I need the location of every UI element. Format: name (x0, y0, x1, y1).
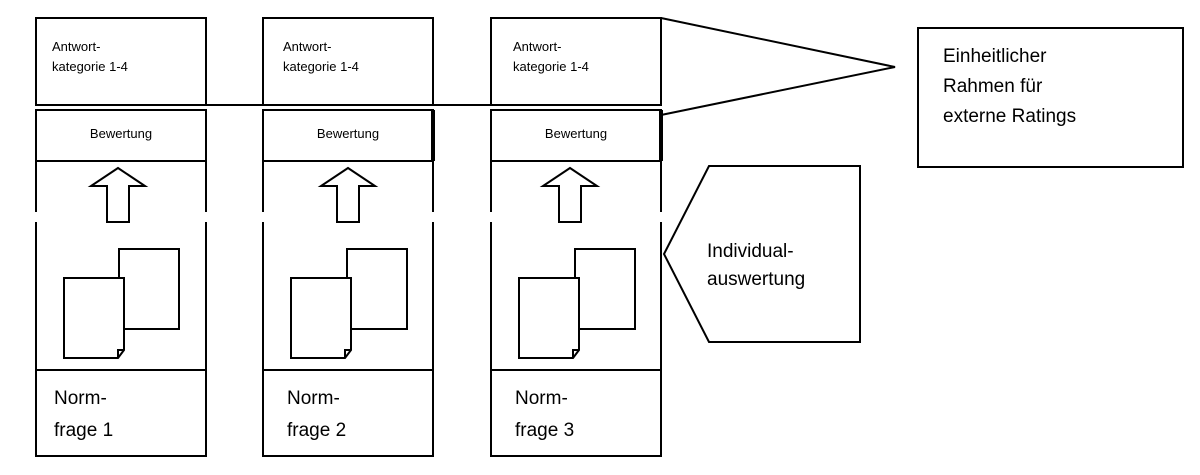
answer-category-box-1 (35, 17, 207, 106)
frame-label-line3: externe Ratings (943, 106, 1076, 127)
rating-box-2 (262, 109, 434, 162)
rating-label-3: Bewertung (545, 126, 607, 141)
answer-category-box-2 (262, 17, 434, 106)
frame-label-line2: Rahmen für (943, 76, 1043, 97)
norm-question-label-3a: Norm- (515, 388, 568, 409)
rating-label-1: Bewertung (90, 126, 152, 141)
answer-category-label-2a: Antwort- (283, 39, 331, 54)
arrow-up-icon (317, 166, 379, 223)
norm-question-label-2a: Norm- (287, 388, 340, 409)
document-fold-icon (117, 349, 124, 358)
rating-box-1 (35, 109, 207, 162)
norm-question-box-1 (35, 369, 207, 457)
norm-question-label-3b: frage 3 (515, 420, 574, 441)
norm-question-box-3 (490, 369, 662, 457)
document-fold-icon (572, 349, 579, 358)
answer-category-label-2b: kategorie 1-4 (283, 59, 359, 74)
individual-evaluation-shape (662, 165, 861, 343)
individual-label-line1: Individual- (707, 241, 794, 262)
answer-category-label-3a: Antwort- (513, 39, 561, 54)
answer-category-label-3b: kategorie 1-4 (513, 59, 589, 74)
norm-question-label-2b: frage 2 (287, 420, 346, 441)
external-ratings-frame-box (917, 27, 1184, 168)
column-2: Antwort- kategorie 1-4 Bewertung Norm- f… (262, 17, 435, 457)
column-1: Antwort- kategorie 1-4 Bewertung Norm- f… (35, 17, 207, 457)
individual-label-line2: auswertung (707, 269, 805, 290)
norm-question-box-2 (262, 369, 434, 457)
norm-question-label-1b: frage 1 (54, 420, 113, 441)
answer-category-box-3 (490, 17, 662, 106)
document-icon (290, 277, 352, 359)
answer-category-label-1a: Antwort- (52, 39, 100, 54)
frame-label-line1: Einheitlicher (943, 46, 1047, 67)
arrow-up-icon (539, 166, 601, 223)
document-icon (346, 248, 408, 330)
document-icon (63, 277, 125, 359)
frame-callout-pointer (660, 17, 896, 116)
rating-label-2: Bewertung (317, 126, 379, 141)
document-icon (518, 277, 580, 359)
norm-question-label-1a: Norm- (54, 388, 107, 409)
document-icon (574, 248, 636, 330)
rating-box-3 (490, 109, 662, 162)
document-icon (118, 248, 180, 330)
document-fold-icon (344, 349, 351, 358)
arrow-up-icon (87, 166, 149, 223)
answer-category-label-1b: kategorie 1-4 (52, 59, 128, 74)
column-3: Antwort- kategorie 1-4 Bewertung Norm- f… (490, 17, 663, 457)
